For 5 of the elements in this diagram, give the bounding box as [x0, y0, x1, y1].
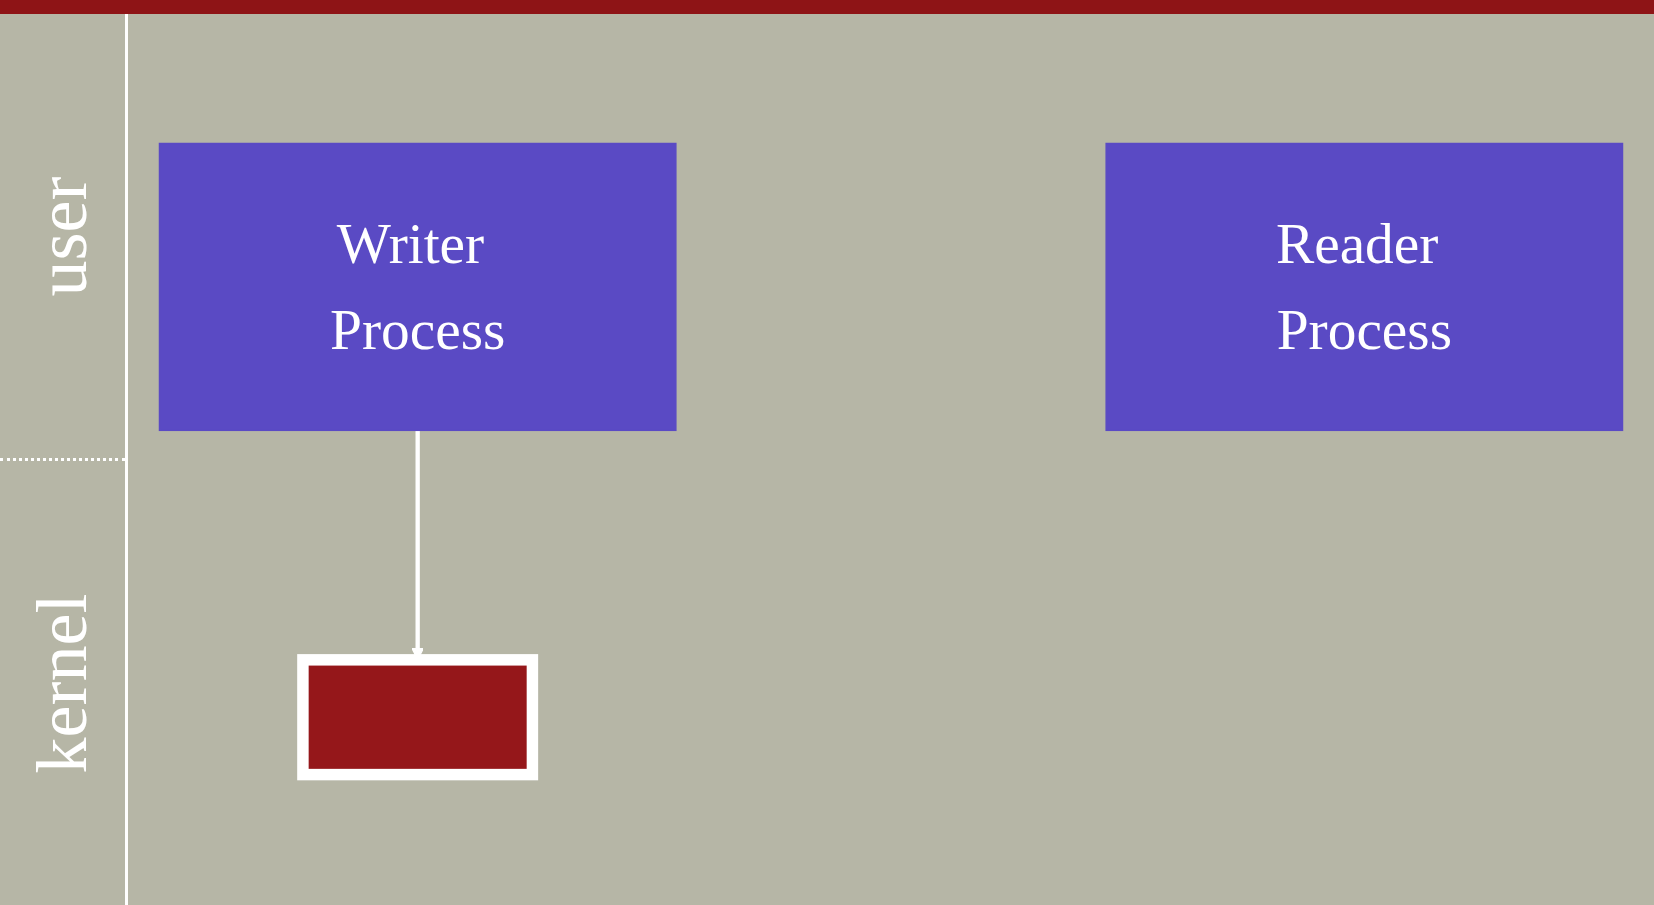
- node-box: [297, 654, 539, 781]
- lane-label: user: [21, 176, 103, 296]
- lane-label: kernel: [21, 593, 103, 773]
- node-box: Reader Process: [1105, 143, 1624, 432]
- node-box: Writer Process: [158, 143, 677, 432]
